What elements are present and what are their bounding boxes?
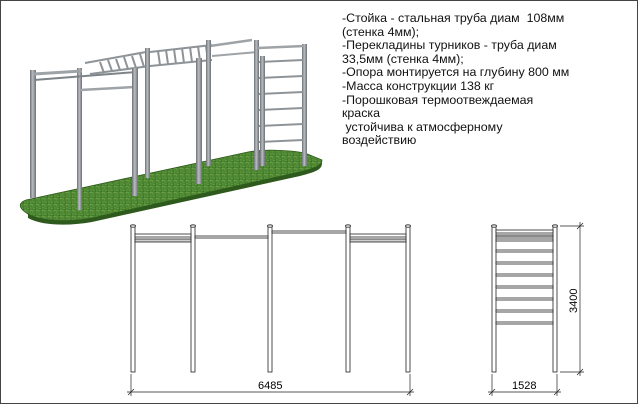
spec-line-4: 33,5мм (стенка 4мм); bbox=[342, 51, 464, 66]
width-dimension-line bbox=[488, 374, 561, 396]
spec-line-3: -Перекладины турников - труба диам bbox=[342, 38, 557, 53]
spec-line-10: воздействию bbox=[342, 133, 417, 148]
spec-line-9: устойчива к атмосферному bbox=[342, 119, 503, 134]
side-elevation-drawing bbox=[491, 224, 558, 373]
height-dimension-label: 3400 bbox=[568, 289, 580, 313]
spec-line-5: -Опора монтируется на глубину 800 мм bbox=[342, 65, 570, 80]
equipment-3d-render bbox=[19, 38, 323, 225]
length-dimension-label: 6485 bbox=[258, 380, 282, 392]
spec-line-1: -Стойка - стальная труба диам 108мм bbox=[342, 11, 565, 25]
spec-line-2: (стенка 4мм); bbox=[342, 24, 420, 39]
spec-line-8: краска bbox=[342, 106, 380, 121]
spec-line-6: -Масса конструкции 138 кг bbox=[342, 78, 495, 93]
spec-line-7: -Порошковая термоотвеждаемая bbox=[342, 92, 534, 107]
height-dimension-line bbox=[560, 222, 584, 376]
length-dimension-line bbox=[127, 374, 414, 396]
specification-text: -Стойка - стальная труба диам 108мм (сте… bbox=[342, 11, 634, 148]
front-elevation-drawing bbox=[130, 224, 411, 373]
width-dimension-label: 1528 bbox=[512, 380, 536, 392]
grass-base bbox=[19, 149, 323, 222]
